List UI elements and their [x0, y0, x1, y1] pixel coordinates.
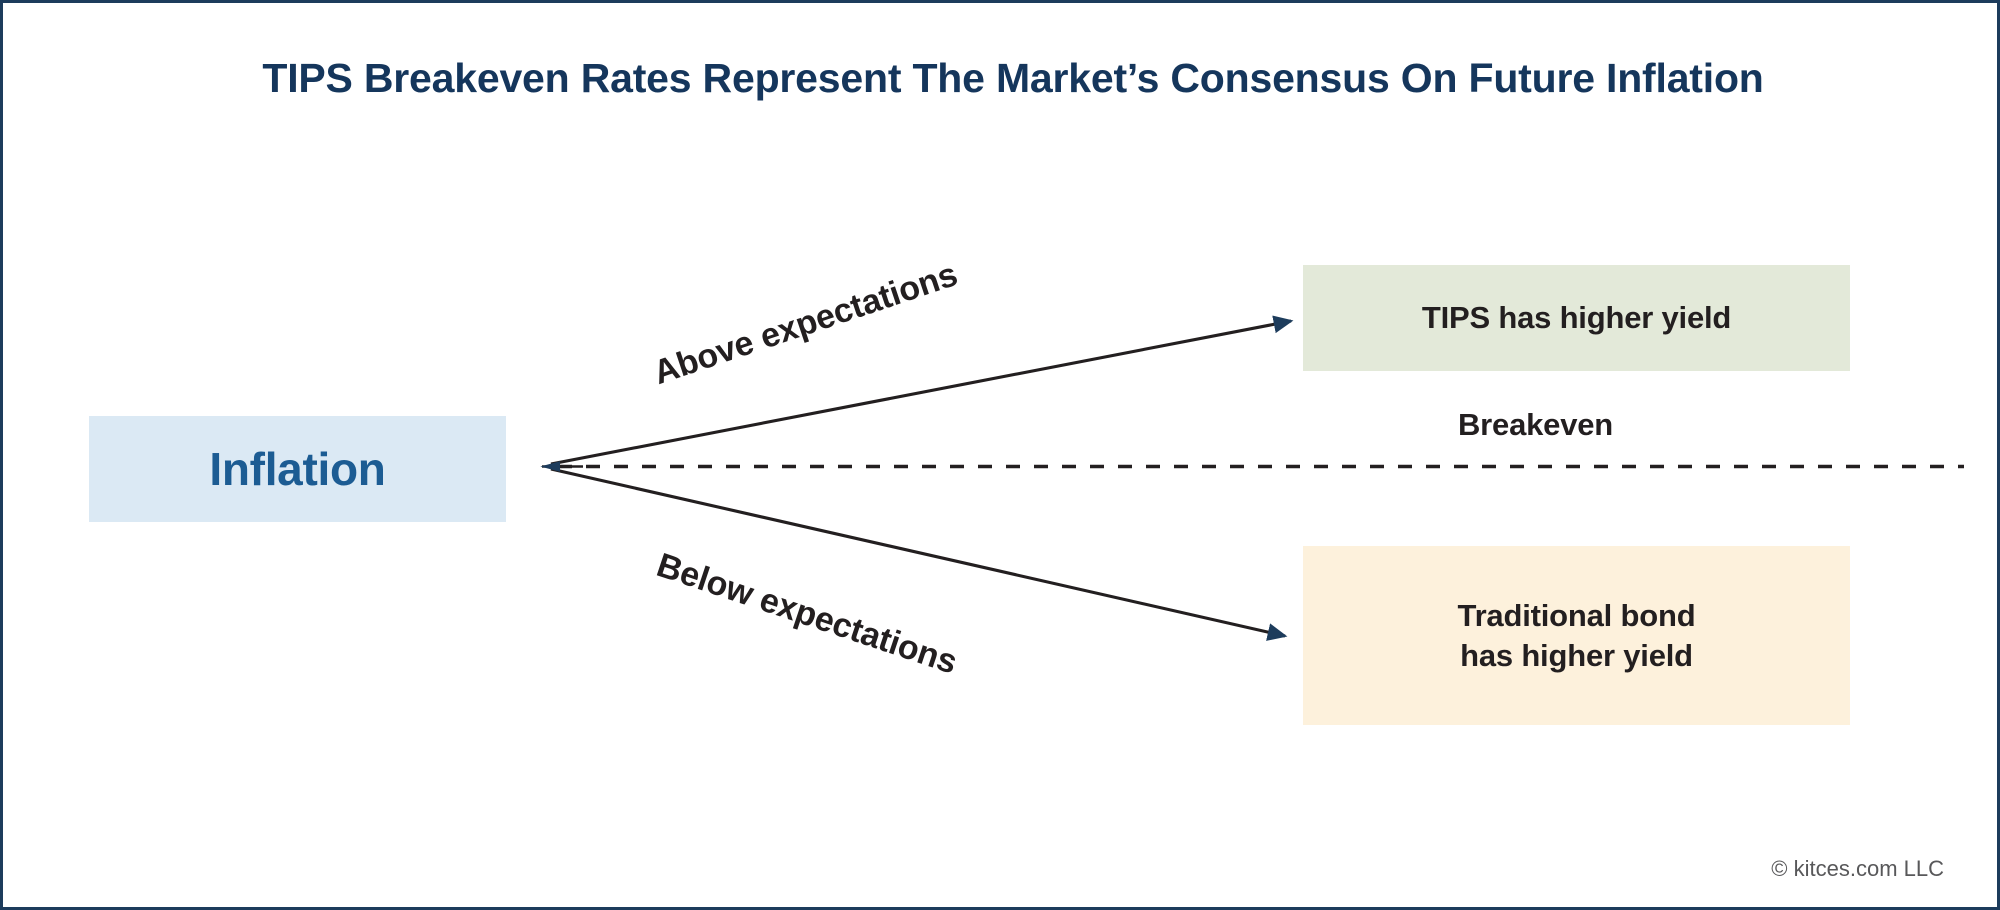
node-traditional-bond-higher-yield-label: Traditional bond has higher yield [1458, 596, 1696, 675]
bond-label-line-1: Traditional bond [1457, 597, 1696, 633]
bond-label-line-2: has higher yield [1460, 637, 1693, 673]
node-traditional-bond-higher-yield[interactable]: Traditional bond has higher yield [1303, 546, 1850, 725]
breakeven-line-label: Breakeven [1458, 407, 1614, 442]
copyright-credit: © kitces.com LLC [1771, 856, 1944, 881]
node-tips-higher-yield[interactable]: TIPS has higher yield [1303, 265, 1850, 371]
node-tips-higher-yield-label: TIPS has higher yield [1421, 300, 1732, 335]
node-inflation[interactable]: Inflation [89, 416, 506, 522]
edge-label-below-expectations: Below expectations [652, 546, 962, 682]
edge-label-above-expectations: Above expectations [648, 255, 963, 393]
node-inflation-label: Inflation [209, 443, 386, 495]
page-title: TIPS Breakeven Rates Represent The Marke… [262, 55, 1764, 101]
